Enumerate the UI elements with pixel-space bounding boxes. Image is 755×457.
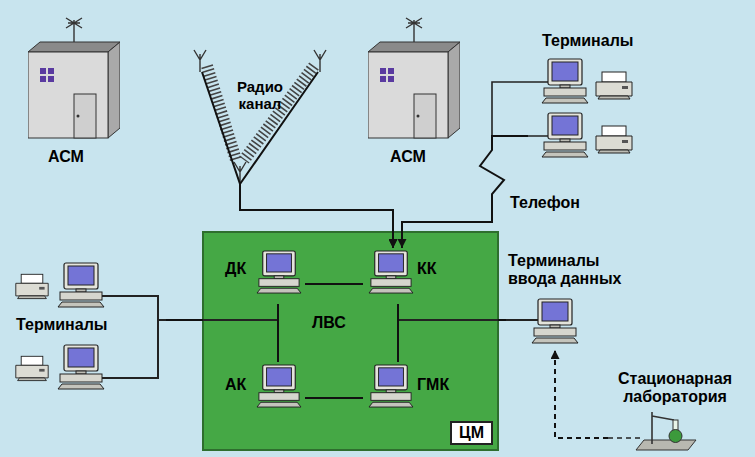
- connector: [397, 304, 399, 362]
- terminal-wire: [102, 296, 166, 378]
- radio-antenna: [194, 50, 206, 72]
- computer-icon: [542, 113, 588, 157]
- center-module: ЦМ ДК КК АК ГМК: [203, 232, 498, 450]
- computer-node: ДК: [223, 248, 305, 304]
- node-label: Терминалы ввода данных: [508, 252, 626, 289]
- node-label: ДК: [225, 260, 246, 278]
- roof-antenna: [406, 18, 422, 42]
- computer-icon: [369, 251, 413, 293]
- center-module-fill: [203, 232, 498, 450]
- phone-wire: [492, 82, 548, 136]
- data-entry-terminal: Терминалы ввода данных: [506, 250, 630, 350]
- printer-icon: [596, 126, 632, 153]
- asm-station: АСМ: [318, 12, 468, 172]
- node-label: АСМ: [390, 148, 426, 166]
- printer-icon: [16, 274, 48, 298]
- connector: [166, 319, 203, 321]
- data-flow-line: [608, 437, 640, 439]
- computer-icon: [257, 365, 301, 407]
- connector: [305, 283, 363, 285]
- node-label: Терминалы: [16, 316, 108, 334]
- computer-node: АК: [223, 362, 305, 418]
- stationary-lab: Стационарная лаборатория: [608, 368, 744, 452]
- asm-station: АСМ: [20, 12, 202, 172]
- terminal-group: Терминалы: [528, 30, 658, 162]
- node-label: Стационарная лаборатория: [610, 370, 740, 407]
- connector: [277, 304, 279, 362]
- label-holder: ЛВС: [312, 314, 346, 332]
- edge-label-holder: Телефон: [510, 194, 580, 212]
- node-label: АСМ: [48, 148, 84, 166]
- computer-icon: [542, 59, 588, 103]
- building-icon: [28, 42, 120, 138]
- computer-icon: [369, 365, 413, 407]
- computer-icon: [257, 251, 301, 293]
- printer-icon: [596, 72, 632, 99]
- lab-icon: [636, 412, 696, 450]
- label-holder: Радио канал: [230, 78, 290, 113]
- computer-icon: [58, 263, 104, 307]
- node-label: Терминалы: [542, 32, 634, 50]
- channel-label: Радио канал: [230, 78, 290, 113]
- connector: [498, 319, 506, 321]
- edge-label: Телефон: [510, 194, 580, 212]
- radio-antenna: [314, 50, 326, 72]
- connector: [555, 350, 608, 438]
- terminal-group: Терминалы: [8, 262, 166, 394]
- node-label: КК: [417, 260, 437, 278]
- computer-icon: [532, 299, 578, 343]
- radio-wave: [207, 66, 236, 160]
- computer-node: ГМК: [363, 362, 455, 418]
- terminal-wire: [506, 319, 538, 321]
- connector: [202, 72, 393, 248]
- network-label: ЛВС: [312, 314, 346, 332]
- node-label: АК: [225, 376, 246, 394]
- printer-icon: [16, 356, 48, 380]
- computer-node: КК: [363, 248, 447, 304]
- connector: [305, 397, 363, 399]
- roof-antenna: [66, 18, 82, 42]
- computer-icon: [58, 345, 104, 389]
- lan-wire: [203, 319, 498, 321]
- module-tag: ЦМ: [450, 421, 493, 445]
- node-label: ГМК: [417, 376, 449, 394]
- building-icon: [368, 42, 460, 138]
